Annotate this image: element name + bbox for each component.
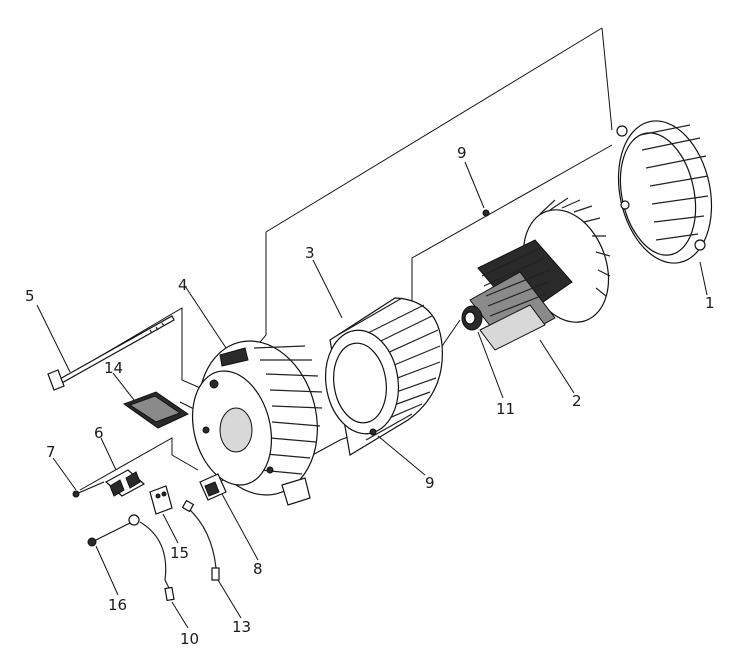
capacitor-bracket — [199, 473, 227, 501]
front-housing — [191, 340, 323, 506]
callout-13: 13 — [232, 618, 251, 636]
callout-3: 3 — [305, 244, 315, 262]
brush-holder — [104, 469, 146, 497]
callout-16: 16 — [108, 596, 127, 614]
callout-9-bottom: 9 — [425, 474, 435, 492]
callout-8: 8 — [253, 560, 263, 578]
wire-lead-13 — [181, 499, 220, 581]
through-bolt — [47, 315, 175, 391]
terminal-screw — [87, 514, 140, 547]
dowel-pins — [369, 209, 490, 436]
rotor-assembly — [461, 197, 611, 351]
callout-14: 14 — [104, 359, 123, 377]
callout-1: 1 — [705, 294, 715, 312]
stator — [325, 297, 443, 456]
callout-labels: 1 2 3 4 5 6 7 8 9 9 10 11 13 14 15 16 — [25, 144, 715, 648]
callout-5: 5 — [25, 287, 35, 305]
rectifier-block — [149, 485, 173, 515]
callout-4: 4 — [178, 276, 188, 294]
callout-6: 6 — [94, 424, 104, 442]
callout-9-top: 9 — [457, 144, 467, 162]
callout-10: 10 — [180, 630, 199, 648]
callout-2: 2 — [572, 392, 582, 410]
insulation-pad — [122, 391, 190, 429]
screw-small — [72, 481, 105, 498]
callout-11: 11 — [496, 400, 515, 418]
end-cover-ring — [616, 120, 713, 264]
callout-leaders — [36, 161, 708, 629]
wire-lead-10 — [139, 521, 175, 602]
callout-15: 15 — [170, 544, 189, 562]
callout-7: 7 — [46, 443, 56, 461]
